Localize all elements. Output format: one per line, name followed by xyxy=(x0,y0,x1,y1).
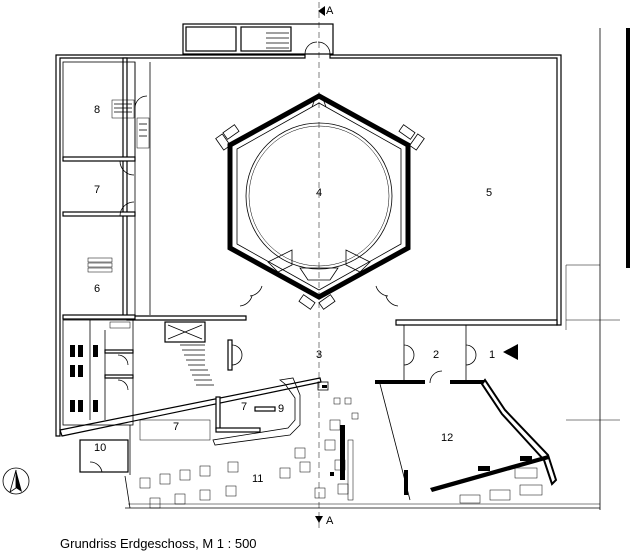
south-rooms xyxy=(79,377,329,475)
section-line: A A xyxy=(315,2,334,528)
room-label-8: 8 xyxy=(94,104,100,116)
room-label-9: 9 xyxy=(278,403,284,415)
north-arrow-icon xyxy=(2,467,30,495)
top-annex xyxy=(182,23,334,55)
site-boundary xyxy=(124,28,630,510)
room-label-5: 5 xyxy=(486,187,492,199)
plan-caption: Grundriss Erdgeschoss, M 1 : 500 xyxy=(60,536,257,551)
room-label-11: 11 xyxy=(252,473,263,485)
room-label-12: 12 xyxy=(441,432,453,444)
room-12 xyxy=(379,378,558,504)
floor-plan: A A 1 2 3 4 5 6 7 7 7 8 9 10 11 12 xyxy=(2,2,630,528)
toilet-block xyxy=(62,319,134,426)
cafe-tables xyxy=(139,397,359,509)
section-marker-top: A xyxy=(326,5,334,17)
section-marker-bottom: A xyxy=(326,515,334,527)
room-label-7b: 7 xyxy=(173,421,179,433)
room-label-6: 6 xyxy=(94,283,100,295)
west-wing xyxy=(62,61,151,320)
room-label-3: 3 xyxy=(316,349,322,361)
room-label-10: 10 xyxy=(94,442,106,454)
entrance-area xyxy=(227,325,518,384)
entrance-arrow-icon xyxy=(503,344,518,360)
room-label-7a: 7 xyxy=(94,184,100,196)
hexagon-hall xyxy=(215,93,425,310)
central-stair xyxy=(164,321,214,386)
room-label-1: 1 xyxy=(489,349,495,361)
room-labels: 1 2 3 4 5 6 7 7 7 8 9 10 11 12 xyxy=(94,104,495,485)
room-label-2: 2 xyxy=(433,349,439,361)
room-label-7c: 7 xyxy=(241,401,247,413)
room-label-4: 4 xyxy=(316,187,322,199)
